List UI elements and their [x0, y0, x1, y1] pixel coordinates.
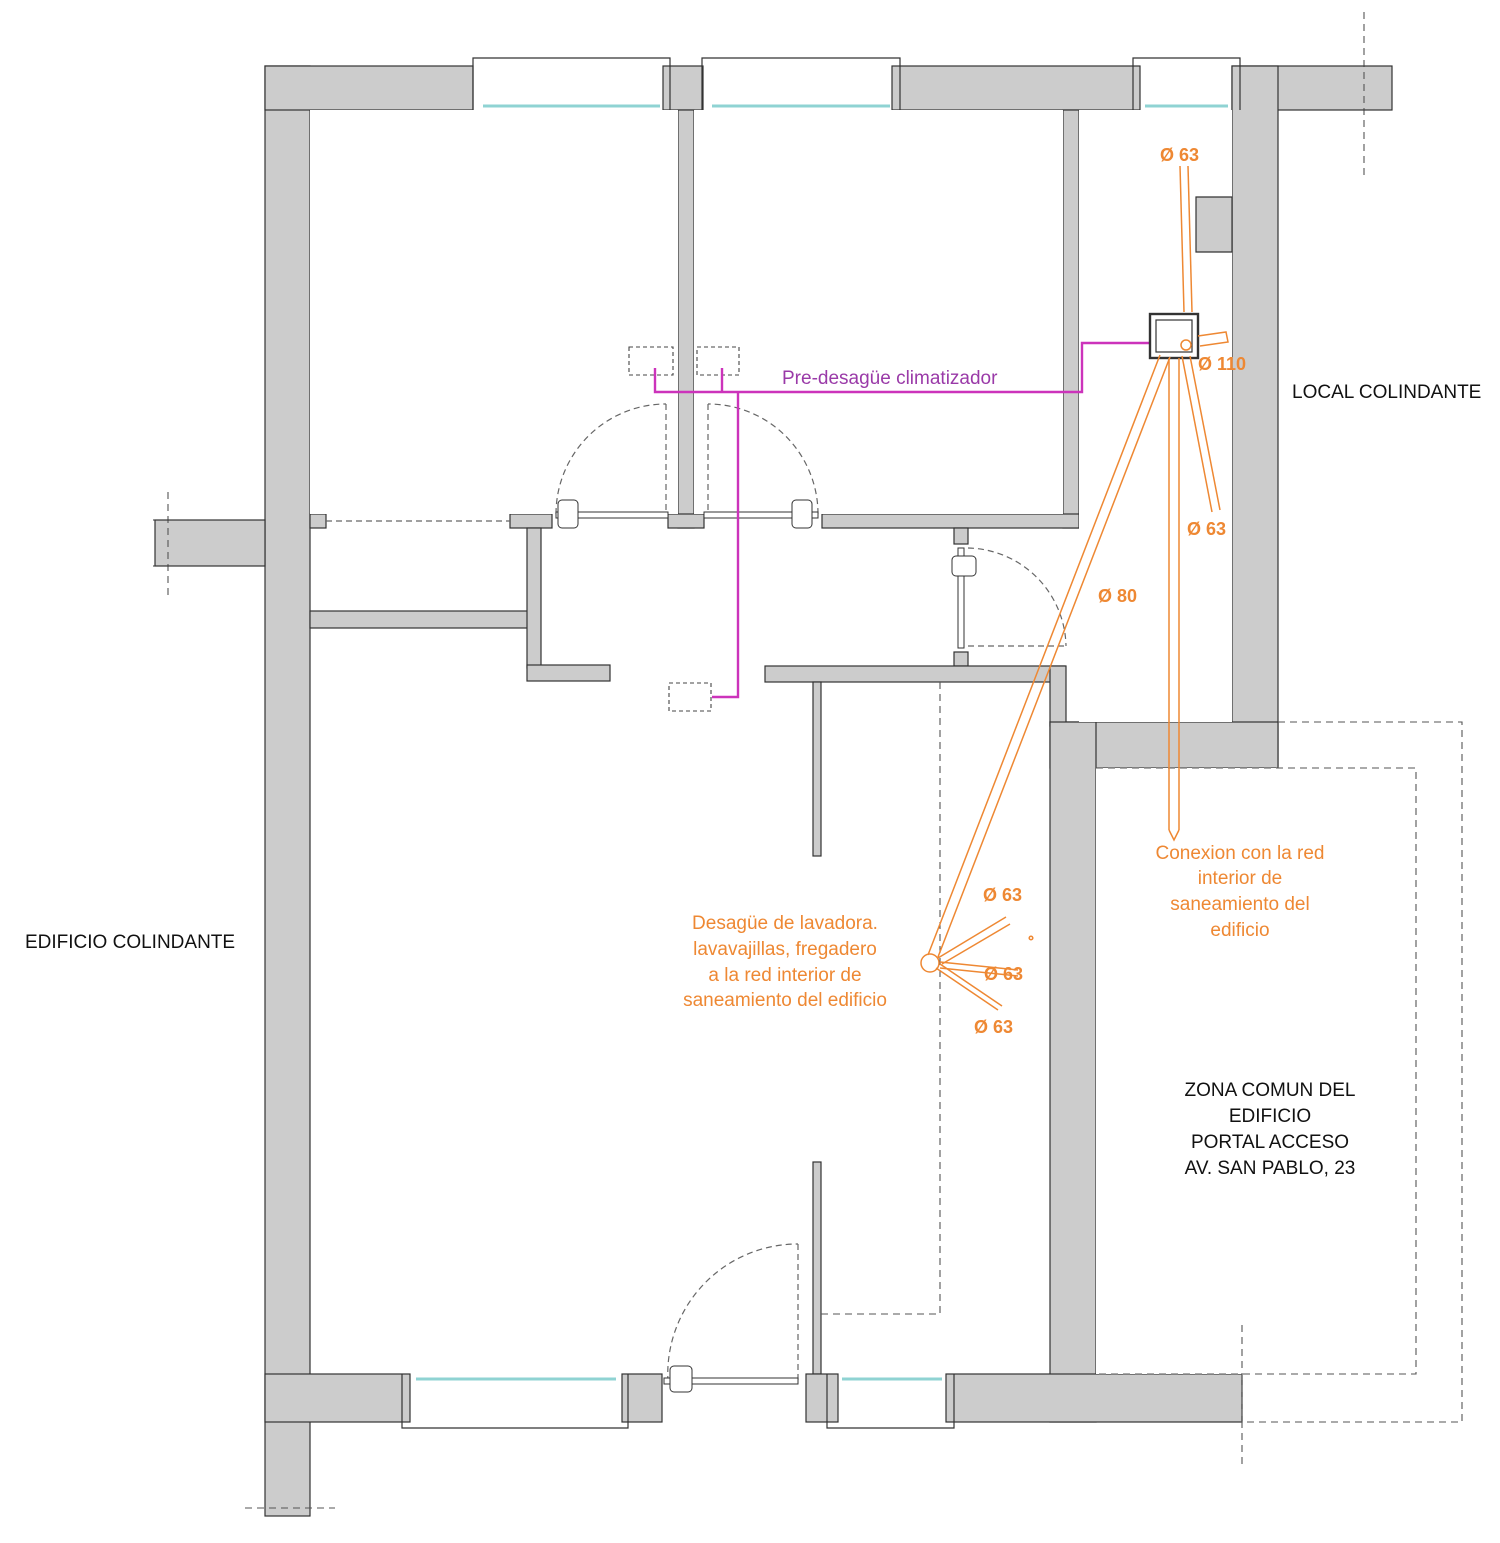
jamb-1: [309, 513, 327, 529]
label-edificio-colindante: EDIFICIO COLINDANTE: [25, 932, 235, 953]
partition-upper: [812, 681, 822, 857]
dashed-lines: [167, 12, 1463, 1509]
jamb-bath-top: [953, 527, 969, 545]
wall-bottom-1: [264, 1373, 411, 1423]
label-local-colindante: LOCAL COLINDANTE: [1292, 382, 1481, 403]
wall-corridor-foot: [526, 664, 611, 682]
wall-corridor-vertical: [526, 527, 542, 669]
ac-unit-living: [668, 682, 712, 712]
svg-text:Desagüe de lavadora.: Desagüe de lavadora.: [692, 913, 878, 934]
wall-bottom-4: [945, 1373, 1243, 1423]
jamb-bath-bottom: [953, 651, 969, 667]
dim-d63-a: Ø 63: [983, 885, 1022, 905]
door-leaves: [555, 499, 977, 1393]
dim-d110: Ø 110: [1198, 354, 1246, 374]
wall-left: [264, 65, 311, 1517]
ac-unit-bedroom2: [696, 346, 740, 376]
wall-bedroom2-bottom: [821, 513, 1080, 529]
wall-bathroom-left: [1062, 109, 1080, 529]
label-zona-comun: ZONA COMUN DEL EDIFICIO PORTAL ACCESO AV…: [1184, 1080, 1355, 1179]
labels: EDIFICIO COLINDANTE LOCAL COLINDANTE Pre…: [25, 145, 1481, 1179]
dim-d63-b: Ø 63: [984, 964, 1023, 984]
wall-kitchen-top: [764, 665, 1066, 683]
ac-unit-bedroom1: [628, 346, 674, 376]
wall-left-stub: [154, 519, 266, 567]
svg-text:PORTAL ACCESO: PORTAL ACCESO: [1191, 1132, 1349, 1153]
window-top-3: [1132, 57, 1241, 110]
climate-drain-line: [653, 341, 1172, 699]
wall-top-3: [891, 65, 1141, 111]
svg-text:ZONA COMUN DEL: ZONA COMUN DEL: [1184, 1080, 1355, 1101]
common-zone-outline: [1096, 767, 1417, 1375]
dim-d80: Ø 80: [1098, 586, 1137, 606]
svg-text:Conexion con la red: Conexion con la red: [1156, 843, 1325, 864]
window-top-2: [701, 57, 901, 110]
window-top-1: [472, 57, 671, 110]
jamb-2: [509, 513, 553, 529]
wall-bedroom-divider: [677, 109, 695, 529]
jamb-3: [667, 513, 705, 529]
window-bottom-1: [401, 1374, 629, 1429]
wall-bottom-3: [805, 1373, 839, 1423]
door-bedroom1-swing: [555, 403, 667, 515]
wall-top-2: [662, 65, 704, 111]
wall-right: [1231, 65, 1279, 767]
svg-text:EDIFICIO: EDIFICIO: [1229, 1106, 1311, 1127]
svg-text:a la red interior de: a la red interior de: [708, 965, 861, 986]
wall-top-1: [264, 65, 474, 111]
svg-text:interior de: interior de: [1198, 868, 1283, 889]
drain-pipes: [920, 165, 1229, 1011]
dim-d63-right: Ø 63: [1187, 519, 1226, 539]
door-bedroom2-swing: [707, 403, 819, 515]
doors: [326, 403, 1067, 1383]
svg-text:edificio: edificio: [1210, 920, 1269, 941]
wall-bath-corner: [1049, 665, 1067, 727]
window-bottom-2: [826, 1374, 955, 1429]
wall-common-divider: [1049, 721, 1097, 1423]
dim-d63-c: Ø 63: [974, 1017, 1013, 1037]
label-conexion: Conexion con la red interior de saneamie…: [1156, 843, 1325, 941]
climate-units: [628, 346, 740, 712]
svg-text:saneamiento del: saneamiento del: [1170, 894, 1309, 915]
wall-bottom-2: [621, 1373, 663, 1423]
svg-text:AV. SAN PABLO, 23: AV. SAN PABLO, 23: [1185, 1158, 1356, 1179]
kitchen-outline: [821, 682, 941, 1315]
wall-corridor-top: [309, 610, 541, 629]
walls: [154, 65, 1393, 1517]
window-glass: [416, 104, 1228, 1381]
door-entrance-swing: [667, 1243, 799, 1383]
label-pre-desague: Pre-desagüe climatizador: [782, 368, 998, 389]
windows: [401, 57, 1241, 1429]
label-desague-lavadora: Desagüe de lavadora. lavavajillas, frega…: [683, 913, 887, 1011]
outer-common-outline: [1242, 721, 1463, 1423]
dim-d63-top: Ø 63: [1160, 145, 1199, 165]
door-bathroom-swing: [967, 547, 1067, 647]
partition-lower: [812, 1161, 822, 1375]
svg-text:saneamiento del edificio: saneamiento del edificio: [683, 990, 887, 1011]
svg-text:lavavajillas, fregadero: lavavajillas, fregadero: [693, 939, 877, 960]
